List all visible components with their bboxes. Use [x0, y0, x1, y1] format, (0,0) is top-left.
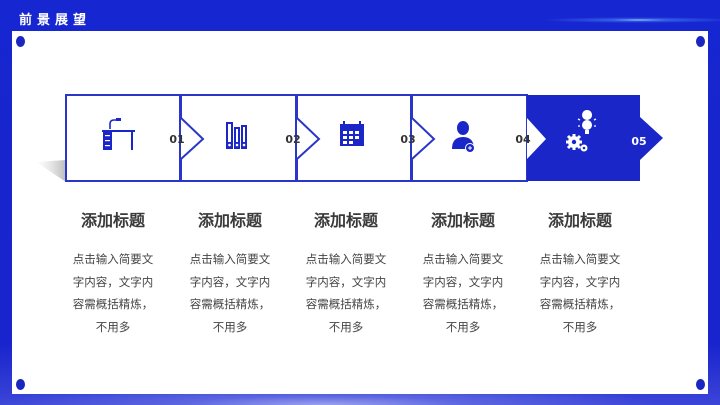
corner-dot — [16, 379, 25, 390]
step-number: 01 — [169, 133, 184, 146]
step-5-content: 添加标题 点击输入简要文字内容，文字内容需概括精炼，不用多 — [525, 208, 635, 338]
step-arrow-1 — [180, 117, 205, 160]
step-box-5 — [527, 95, 663, 181]
step-4-content: 添加标题 点击输入简要文字内容，文字内容需概括精炼，不用多 — [408, 208, 518, 338]
calendar-icon — [340, 121, 364, 146]
corner-dot — [16, 36, 25, 47]
step-1-content: 添加标题 点击输入简要文字内容，文字内容需概括精炼，不用多 — [58, 208, 168, 338]
step-title: 添加标题 — [313, 211, 378, 230]
step-title: 添加标题 — [430, 211, 495, 230]
step-box-1 — [65, 94, 181, 182]
corner-dot — [696, 379, 705, 390]
corner-dot — [696, 36, 705, 47]
content-panel — [12, 31, 708, 394]
step-2-content: 添加标题 点击输入简要文字内容，文字内容需概括精炼，不用多 — [175, 208, 285, 338]
step-arrow-3 — [411, 117, 436, 160]
step-title: 添加标题 — [80, 211, 145, 230]
header-light-glow — [540, 17, 720, 23]
step-title: 添加标题 — [547, 211, 612, 230]
step-3-content: 添加标题 点击输入简要文字内容，文字内容需概括精炼，不用多 — [291, 208, 401, 338]
step-description: 点击输入简要文字内容，文字内容需概括精炼，不用多 — [422, 252, 504, 334]
step-arrow-4 — [527, 118, 546, 159]
step-arrow-2 — [296, 117, 321, 160]
page-title: 前景展望 — [19, 13, 92, 28]
step-number: 03 — [400, 133, 415, 146]
user-add-icon — [452, 121, 475, 153]
step-title: 添加标题 — [197, 211, 262, 230]
binders-icon — [226, 122, 247, 149]
step-number: 04 — [515, 133, 531, 146]
gears-lightbulb-icon — [566, 110, 597, 152]
desk-lamp-icon — [102, 118, 135, 150]
step-number: 05 — [631, 135, 646, 148]
step-description: 点击输入简要文字内容，文字内容需概括精炼，不用多 — [539, 252, 621, 334]
step-description: 点击输入简要文字内容，文字内容需概括精炼，不用多 — [305, 252, 387, 334]
step-description: 点击输入简要文字内容，文字内容需概括精炼，不用多 — [72, 252, 154, 334]
step-shadow — [36, 160, 66, 182]
step-number: 02 — [285, 133, 300, 146]
step-description: 点击输入简要文字内容，文字内容需概括精炼，不用多 — [189, 252, 271, 334]
